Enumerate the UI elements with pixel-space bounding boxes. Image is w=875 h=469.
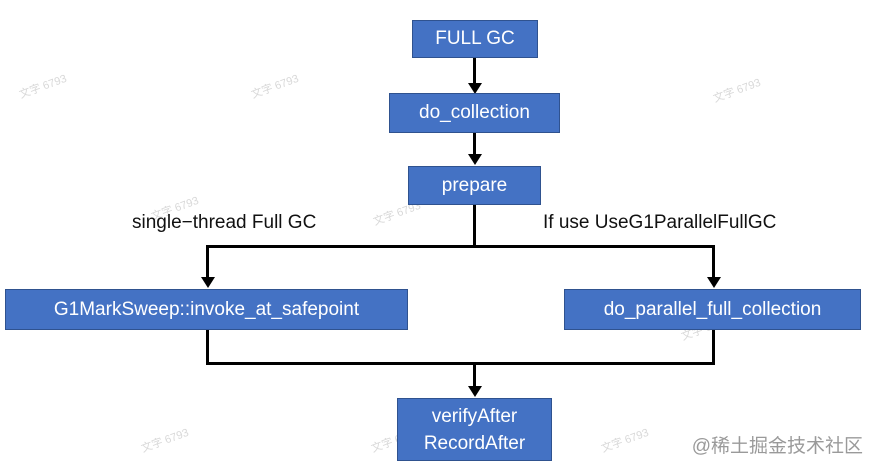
arrow-head [468, 154, 482, 165]
arrow-head [468, 386, 482, 397]
connector-split-horizontal [206, 245, 715, 248]
arrow-head [201, 277, 215, 288]
connector-split-right-down [712, 245, 715, 278]
node-label-line1: verifyAfter [431, 405, 518, 427]
connector-prepare-down [473, 205, 476, 248]
watermark: 文字 6793 [17, 72, 69, 102]
connector-merge-down [473, 362, 476, 387]
arrow-head [707, 277, 721, 288]
watermark: 文字 6793 [139, 426, 191, 456]
connector-mark-sweep-down [206, 330, 209, 365]
node-mark-sweep: G1MarkSweep::invoke_at_safepoint [5, 289, 408, 330]
connector-do-collection-to-prepare [473, 133, 476, 155]
branch-label-parallel: If use UseG1ParallelFullGC [543, 212, 777, 233]
node-full-gc: FULL GC [412, 20, 538, 58]
node-parallel-full-collection: do_parallel_full_collection [564, 289, 861, 330]
node-label: prepare [441, 174, 508, 196]
node-label: do_collection [419, 102, 530, 123]
watermark: 文字 6793 [599, 426, 651, 456]
node-label-line2: RecordAfter [423, 432, 526, 454]
connector-merge-horizontal [206, 362, 715, 365]
connector-parallel-down [712, 330, 715, 365]
watermark: 文字 6793 [249, 72, 301, 102]
node-label: FULL GC [435, 28, 515, 49]
node-label: G1MarkSweep::invoke_at_safepoint [53, 298, 360, 320]
node-prepare: prepare [408, 166, 541, 205]
brand-watermark: @稀土掘金技术社区 [691, 436, 863, 457]
watermark: 文字 6793 [711, 76, 763, 106]
connector-split-left-down [206, 245, 209, 278]
node-do-collection: do_collection [389, 93, 560, 133]
node-verify-record: verifyAfter RecordAfter [397, 398, 552, 461]
branch-label-single-thread: single−thread Full GC [132, 212, 317, 233]
arrow-head [468, 83, 482, 94]
connector-full-gc-to-do-collection [473, 58, 476, 84]
node-label: do_parallel_full_collection [603, 298, 822, 320]
